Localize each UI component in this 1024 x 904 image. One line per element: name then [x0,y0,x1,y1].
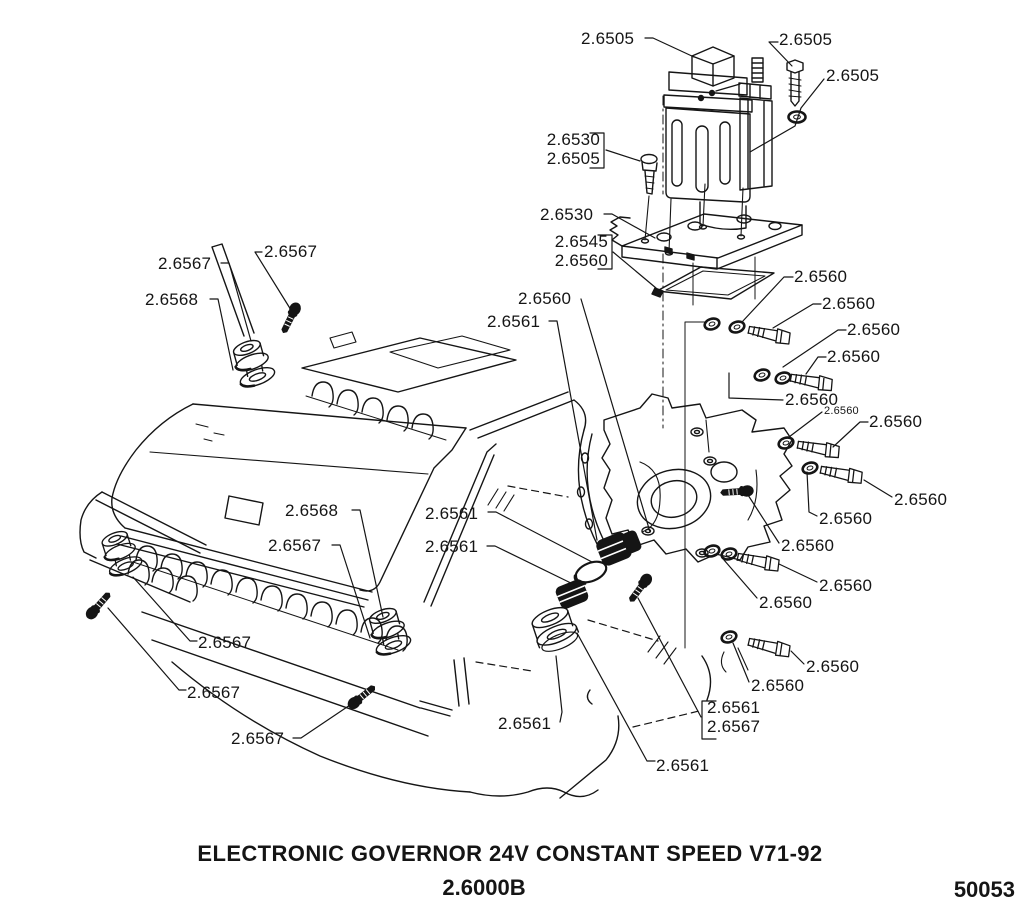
leader-line [555,655,563,723]
leader-line [605,149,641,162]
figure-number: 2.6000B [442,875,526,900]
mounting-plate [609,213,803,270]
leader-line [782,329,847,368]
part-label: 2.6561 [425,504,479,523]
part-label: 2.6545 [554,232,608,251]
part-label: 2.6560 [822,294,876,313]
part-label: 2.6568 [285,501,339,520]
part-label: 2.6567 [187,683,241,702]
part-label: 2.6567 [158,254,212,273]
part-label: 2.6567 [268,536,322,555]
leader-line [644,37,695,58]
hatch-marks [487,488,515,512]
governor-screw [640,153,658,195]
leader-line [768,41,793,67]
adaptor-housing [576,393,793,563]
leader-line [723,559,758,599]
part-label: 2.6560 [781,536,835,555]
part-label: 2.6560 [518,289,572,308]
leader-line [741,276,794,323]
leader-line [331,544,371,639]
part-label: 2.6561 [656,756,710,775]
part-label: 2.6505 [826,66,880,85]
part-label: 2.6567 [264,242,318,261]
reference-line [684,321,708,649]
part-label: 2.6561 [425,537,479,556]
part-label: 2.6505 [779,30,833,49]
leader-line [772,303,822,329]
gasket [651,256,775,306]
part-label: 2.6560 [751,676,805,695]
part-label: 2.6560 [847,320,901,339]
governor-bolt [786,59,807,124]
leader-line [597,234,613,270]
leader-line [107,607,187,691]
leader-line [209,298,234,371]
leader-line [805,356,827,375]
part-label: 2.6530 [546,130,600,149]
part-label: 2.6560 [554,250,608,270]
leader-line [728,372,784,401]
leader-line [637,597,702,718]
leader-line [701,700,717,740]
part-label: 2.6568 [145,290,199,309]
leader-line [863,479,893,498]
part-label: 2.6561 [498,714,552,733]
part-label: 2.6560 [824,405,859,417]
part-label: 2.6560 [785,390,839,409]
leader-line [790,650,805,665]
leader-line [220,262,252,342]
part-label: 2.6530 [540,205,594,224]
leader-line [580,298,651,533]
title-block: ELECTRONIC GOVERNOR 24V CONSTANT SPEED V… [0,836,1024,904]
part-label: 2.6561 [707,698,761,717]
part-label: 2.6567 [198,633,252,652]
leader-line [487,511,593,563]
page-number: 50053 [953,877,1015,902]
leader-line [732,642,750,683]
leader-lines [107,37,893,762]
screws [83,300,755,712]
leader-line [486,545,578,587]
part-label: 2.6505 [546,148,600,168]
leader-line [132,576,198,642]
part-label: 2.6505 [581,29,635,48]
part-label: 2.6567 [231,729,285,748]
drawing-title: ELECTRONIC GOVERNOR 24V CONSTANT SPEED V… [197,841,823,866]
leader-line [576,632,656,762]
part-label: 2.6560 [819,576,873,595]
leader-line [788,411,823,438]
leader-line [612,251,657,289]
part-label: 2.6560 [894,490,948,509]
leader-line [747,494,780,544]
leader-line [778,563,818,583]
leader-line [548,320,598,541]
part-label: 2.6560 [819,509,873,528]
breather-1 [226,334,279,392]
part-label: 2.6561 [487,312,541,331]
part-label: 2.6560 [806,657,860,676]
part-label: 2.6560 [869,412,923,431]
clamp-stack [531,530,642,652]
part-label: 2.6567 [707,716,761,736]
leader-line [589,132,605,169]
part-label: 2.6560 [827,347,881,366]
leader-line [254,251,292,311]
leader-line [292,700,357,739]
engine-block [79,243,749,799]
dashed-lines [475,485,700,728]
leader-line [351,509,384,618]
leader-line [603,213,656,239]
leader-line [832,421,869,448]
part-label: 2.6560 [794,267,848,286]
leader-line [806,471,818,517]
leader-line [749,78,825,153]
part-label: 2.6560 [759,593,813,612]
